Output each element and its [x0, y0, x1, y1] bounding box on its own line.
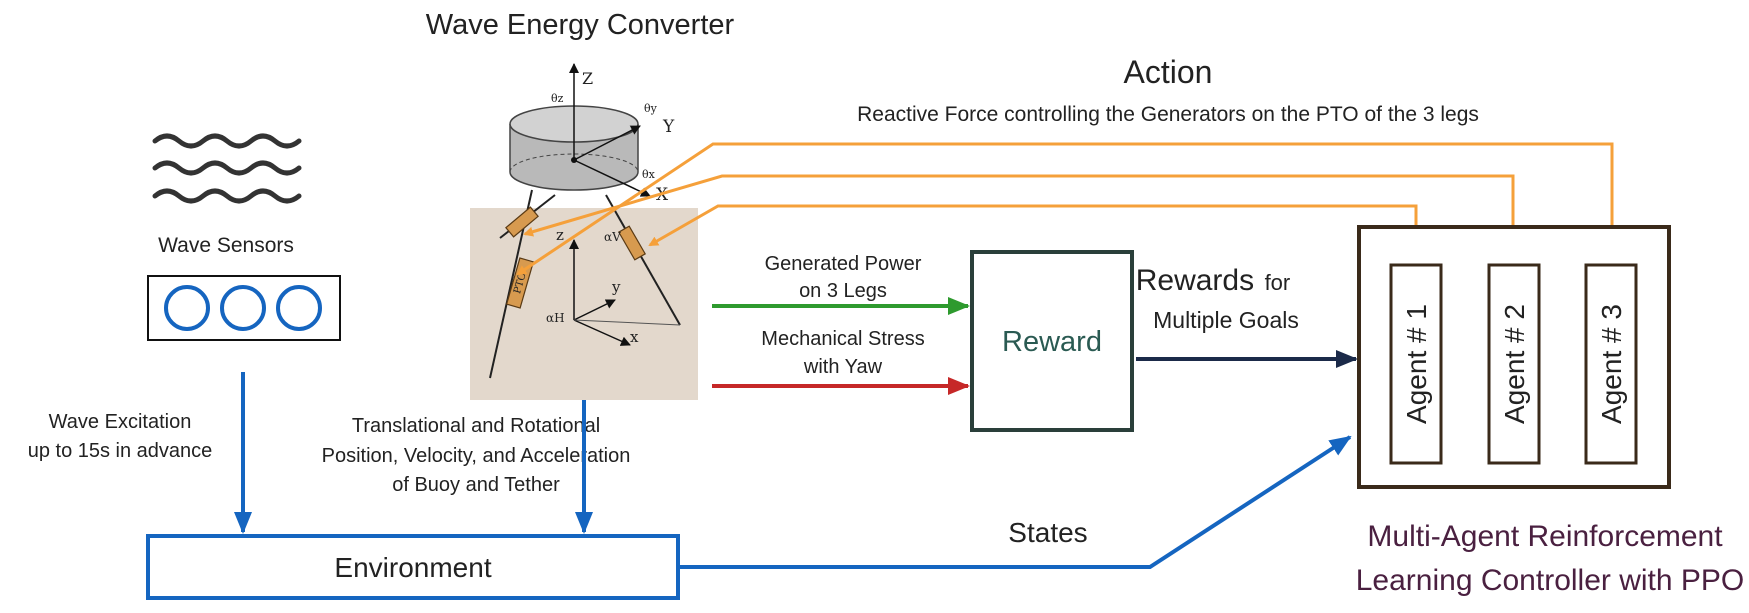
pto-block-2 — [505, 206, 539, 238]
z-axis-low-label: z — [556, 226, 564, 244]
y-axis-low-label: y — [611, 278, 621, 296]
agent-3-box — [1584, 263, 1638, 465]
states-desc-line1: Translational and Rotational — [352, 415, 600, 437]
stress-text-line1: Mechanical Stress — [761, 328, 924, 350]
base-line — [573, 319, 681, 326]
y-axis-low — [573, 299, 616, 321]
title: Wave Energy Converter — [426, 9, 735, 41]
power-text-line1: Generated Power — [765, 253, 922, 275]
marl-label-line1: Multi-Agent Reinforcement — [1367, 520, 1723, 553]
wave-sensors-label: Wave Sensors — [158, 234, 294, 257]
agent-3: Agent # 3 — [1584, 263, 1638, 465]
reward-label: Reward — [1002, 326, 1102, 358]
action-title: Action — [1124, 54, 1213, 90]
excitation-line2: up to 15s in advance — [28, 440, 213, 462]
agent-1-box — [1389, 263, 1443, 465]
x-axis-low-label: x — [630, 328, 639, 346]
states-desc-line2: Position, Velocity, and Acceleration — [322, 445, 631, 467]
agent-2-box — [1487, 263, 1541, 465]
alpha-v-label: αV — [604, 230, 621, 244]
power-text-line2: on 3 Legs — [799, 280, 887, 302]
action-line-agent2 — [523, 174, 1515, 266]
agent-1: Agent # 1 — [1389, 263, 1443, 465]
pto-block-3 — [617, 225, 647, 261]
wave-icon — [152, 133, 302, 204]
sensor-2-icon — [220, 285, 266, 331]
agent-2-label: Agent # 2 — [1499, 304, 1530, 424]
reward-box — [970, 250, 1134, 432]
x-axis-low — [573, 319, 631, 346]
rewards-heading: Rewards for — [1136, 264, 1291, 297]
states-label: States — [1008, 517, 1087, 548]
action-line-agent3 — [516, 142, 1614, 276]
rewards-line2: Multiple Goals — [1153, 307, 1299, 333]
buoy-center — [571, 157, 577, 163]
action-subtitle: Reactive Force controlling the Generator… — [857, 103, 1479, 126]
theta-y-label: θy — [644, 102, 658, 115]
theta-x-label: θx — [642, 168, 656, 181]
y-axis-top — [573, 125, 641, 161]
environment-label: Environment — [334, 552, 491, 583]
y-axis-top-label: Y — [662, 117, 675, 137]
marl-label-line2: Learning Controller with PPO — [1356, 564, 1745, 597]
stress-text-line2: with Yaw — [803, 356, 883, 378]
states-desc-line3: of Buoy and Tether — [392, 474, 560, 496]
theta-z-label: θz — [551, 92, 564, 105]
alpha-h-label: αH — [546, 311, 565, 325]
z-axis-top-label: Z — [582, 69, 593, 88]
agent-2: Agent # 2 — [1487, 263, 1541, 465]
x-axis-top — [573, 159, 651, 197]
states-arrow — [680, 435, 1352, 569]
rewards-for: for — [1265, 270, 1291, 295]
rewards-big: Rewards — [1136, 264, 1254, 297]
agent-3-label: Agent # 3 — [1596, 304, 1627, 424]
environment-box — [146, 534, 680, 600]
agent-1-label: Agent # 1 — [1401, 304, 1432, 424]
sensor-3-icon — [276, 285, 322, 331]
excitation-line1: Wave Excitation — [49, 411, 192, 433]
sensor-1-icon — [164, 285, 210, 331]
